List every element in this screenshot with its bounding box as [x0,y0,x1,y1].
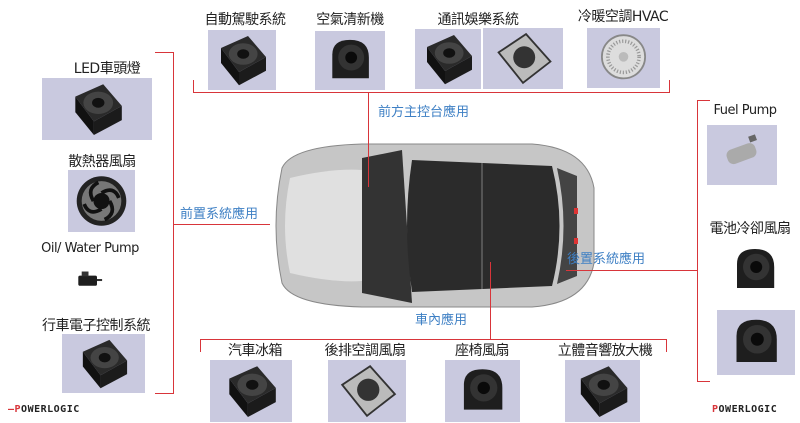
left-bracket [155,52,174,394]
car-top-view [275,143,595,308]
right-leader [566,270,697,271]
label-infotainment: 通訊娛樂系統 [437,12,520,28]
blower-image [315,31,385,90]
hvac-blower-image [587,28,660,88]
bottom-leader [490,262,491,339]
fuel-pump-image [707,125,777,185]
top-bracket [193,80,670,93]
label-radiator-fan: 散熱器風扇 [68,154,136,170]
top-leader [368,92,369,187]
pump-image [55,262,122,296]
left-leader [173,224,270,225]
blower-image [725,240,785,300]
label-air-purifier: 空氣清新機 [316,12,384,28]
label-autonomous: 自動駕駛系統 [204,12,287,28]
label-vehicle-ecu: 行車電子控制系統 [42,318,151,334]
right-bracket [697,100,710,382]
group-front-system: 前置系統應用 [180,207,259,222]
label-seat-fan: 座椅風扇 [455,343,510,359]
powerlogic-logo: POWERLOGIC [712,404,778,415]
fan-image [565,360,640,422]
fan-image [208,30,276,90]
label-car-fridge: 汽車冰箱 [228,343,283,359]
blower-image [717,310,795,375]
label-fuel-pump: Fuel Pump [713,103,777,118]
label-rear-ac-fan: 後排空調風扇 [324,343,407,359]
bottom-bracket [200,339,667,352]
fan-image [210,360,292,422]
label-battery-cooling-fan: 電池冷卻風扇 [709,221,792,237]
group-interior: 車內應用 [415,313,468,328]
label-led-headlight: LED車頭燈 [73,61,141,77]
group-rear-system: 後置系統應用 [567,252,646,267]
label-stereo-amplifier: 立體音響放大機 [557,343,653,359]
group-front-console: 前方主控台應用 [378,105,470,120]
blower-image [445,360,520,422]
label-hvac: 冷暖空調HVAC [577,9,669,25]
round-fan-image [68,170,135,232]
fan-image [415,29,481,89]
label-oil-water-pump: Oil/ Water Pump [41,241,139,256]
flat-blower-image [328,360,406,422]
flat-blower-image [483,28,563,89]
fan-image [42,78,152,140]
powerlogic-logo: —POWERLOGIC [8,404,80,415]
fan-image [62,334,145,393]
